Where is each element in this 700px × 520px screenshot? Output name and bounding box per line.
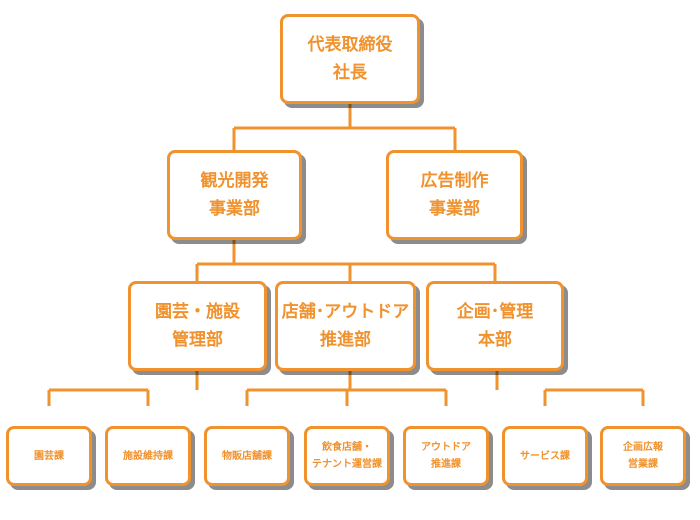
node-retail-store-section: 物販店舗課 [204, 426, 290, 486]
connector-tourism-to-departments [195, 240, 497, 282]
node-tourism-development-division: 観光開発 事業部 [167, 150, 302, 240]
node-advertising-production-division: 広告制作 事業部 [386, 150, 523, 240]
node-planning-management-headquarters: 企画･管理 本部 [426, 281, 564, 371]
node-food-tenant-section: 飲食店舗・ テナント運営課 [304, 426, 390, 486]
node-gardening-section: 園芸課 [6, 426, 92, 486]
node-service-section: サービス課 [502, 426, 588, 486]
connector-planning-to-sections [495, 371, 645, 406]
connector-gardening-to-sections [47, 371, 199, 406]
connector-ceo-to-divisions [232, 104, 457, 152]
node-ceo: 代表取締役 社長 [280, 14, 420, 104]
node-gardening-facilities-department: 園芸・施設 管理部 [128, 281, 267, 371]
node-planning-pr-sales-section: 企画広報 営業課 [600, 426, 686, 486]
node-facility-maintenance-section: 施設維持課 [105, 426, 191, 486]
node-stores-outdoor-department: 店舗･アウトドア 推進部 [275, 281, 416, 371]
connector-stores-to-sections [245, 371, 448, 406]
node-outdoor-promotion-section: アウトドア 推進課 [403, 426, 489, 486]
